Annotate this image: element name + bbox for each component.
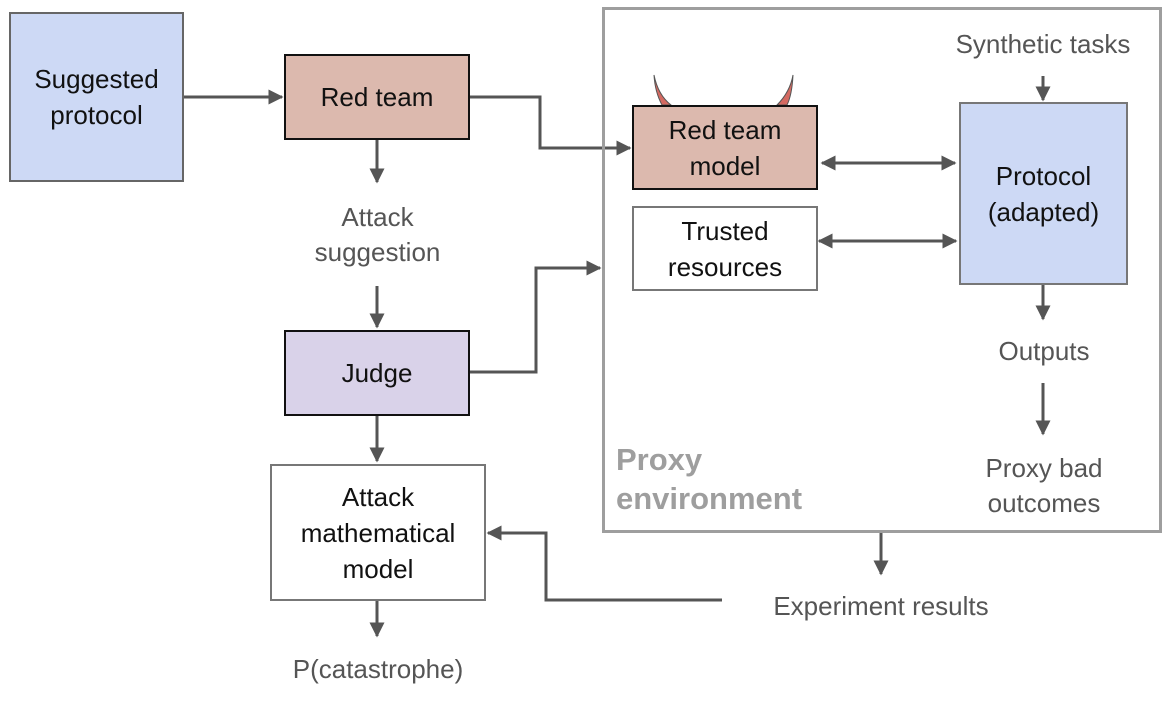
experiment-results-label: Experiment results <box>740 589 1022 624</box>
arrow-judge-to-proxy-env <box>470 260 602 374</box>
judge-node[interactable]: Judge <box>284 330 470 416</box>
suggested-protocol-node[interactable]: Suggested protocol <box>9 12 184 182</box>
red-team-model-node[interactable]: Red team model <box>632 105 818 190</box>
protocol-adapted-label: Protocol (adapted) <box>987 160 1100 227</box>
trusted-resources-label: Trusted resources <box>667 215 783 282</box>
proxy-environment-container <box>602 7 1162 533</box>
proxy-bad-outcomes-text: Proxy bad outcomes <box>985 453 1103 518</box>
proxy-environment-title: Proxy environment <box>616 440 846 518</box>
outputs-text: Outputs <box>998 336 1090 366</box>
proxy-bad-outcomes-label: Proxy bad outcomes <box>960 451 1128 521</box>
trusted-resources-node[interactable]: Trusted resources <box>632 206 818 291</box>
arrow-results-to-math-model <box>486 525 722 602</box>
red-team-label: Red team <box>320 82 434 112</box>
attack-suggestion-text: Attack suggestion <box>314 202 441 267</box>
red-team-node[interactable]: Red team <box>284 54 470 140</box>
p-catastrophe-text: P(catastrophe) <box>292 654 464 684</box>
proxy-environment-title-text: Proxy environment <box>616 442 803 516</box>
judge-label: Judge <box>341 358 413 388</box>
arrow-redteam-to-redteam-model <box>470 95 632 156</box>
attack-math-model-node[interactable]: Attack mathematical model <box>270 464 486 601</box>
attack-math-model-label: Attack mathematical model <box>300 481 456 584</box>
synthetic-tasks-text: Synthetic tasks <box>955 29 1131 59</box>
experiment-results-text: Experiment results <box>773 591 989 621</box>
synthetic-tasks-label: Synthetic tasks <box>930 27 1156 62</box>
outputs-label: Outputs <box>960 334 1128 369</box>
p-catastrophe-label: P(catastrophe) <box>268 652 488 687</box>
suggested-protocol-label: Suggested protocol <box>34 64 159 130</box>
attack-suggestion-label: Attack suggestion <box>290 200 465 270</box>
red-team-model-label: Red team model <box>668 114 782 181</box>
protocol-adapted-node[interactable]: Protocol (adapted) <box>959 102 1128 285</box>
